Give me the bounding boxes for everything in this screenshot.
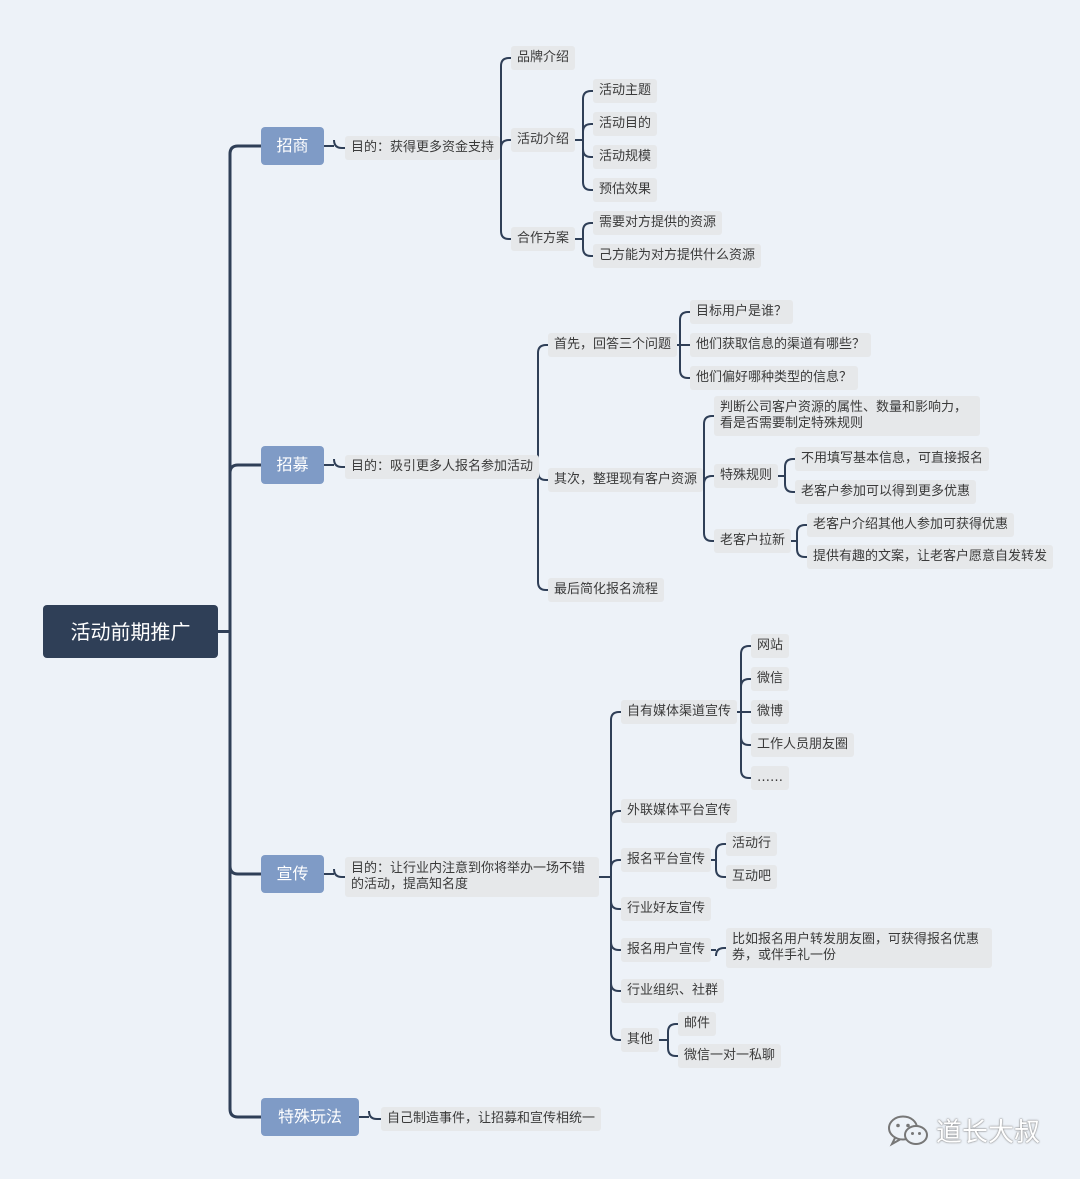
own-media-promotion: 自有媒体渠道宣传 bbox=[621, 700, 738, 724]
special-rules: 特殊规则 bbox=[714, 464, 779, 488]
event-purpose: 活动目的 bbox=[593, 112, 658, 136]
connector bbox=[500, 57, 511, 67]
other-promotion: 其他 bbox=[621, 1028, 660, 1052]
organize-customer-resources: 其次，整理现有客户资源 bbox=[548, 468, 704, 492]
connector bbox=[228, 144, 261, 155]
external-media-promotion: 外联媒体平台宣传 bbox=[621, 799, 738, 823]
assess-customer-resources: 判断公司客户资源的属性、数量和影响力，看是否需要制定特殊规则 bbox=[714, 396, 980, 436]
other-wechat-private-chat: 微信一对一私聊 bbox=[678, 1044, 782, 1068]
user-share-reward: 比如报名用户转发朋友圈，可获得报名优惠券，或伴手礼一份 bbox=[726, 928, 992, 968]
connector bbox=[740, 645, 751, 655]
connector bbox=[703, 475, 714, 485]
recruitment-goal: 目的：吸引更多人报名参加活动 bbox=[345, 455, 540, 479]
resources-offered: 己方能为对方提供什么资源 bbox=[593, 244, 762, 268]
old-customer-referral: 老客户拉新 bbox=[714, 529, 792, 553]
connector bbox=[610, 859, 621, 869]
connector bbox=[500, 139, 511, 149]
connector bbox=[333, 868, 345, 878]
connector bbox=[667, 1047, 678, 1057]
wechat-icon bbox=[888, 1115, 928, 1146]
connector bbox=[610, 982, 621, 992]
connector bbox=[703, 532, 714, 542]
event-theme: 活动主题 bbox=[593, 79, 658, 103]
simplify-signup: 最后简化报名流程 bbox=[548, 578, 665, 602]
question-target-user: 目标用户是谁？ bbox=[690, 300, 794, 324]
event-intro: 活动介绍 bbox=[511, 128, 576, 152]
watermark-text: 道长大叔 bbox=[936, 1118, 1041, 1148]
signup-platform-promotion: 报名平台宣传 bbox=[621, 848, 712, 872]
branch-special-play: 特殊玩法 bbox=[261, 1098, 359, 1136]
connector bbox=[610, 1031, 621, 1041]
answer-three-questions: 首先，回答三个问题 bbox=[548, 333, 678, 357]
resources-needed: 需要对方提供的资源 bbox=[593, 211, 723, 235]
connector bbox=[582, 181, 593, 191]
branch-investment: 招商 bbox=[261, 127, 324, 165]
connector bbox=[228, 1108, 261, 1119]
connector bbox=[740, 678, 751, 688]
brand-intro: 品牌介绍 bbox=[511, 46, 576, 70]
connector bbox=[796, 548, 807, 558]
promotion-goal: 目的：让行业内注意到你将举办一场不错的活动，提高知名度 bbox=[345, 857, 599, 897]
connector bbox=[784, 458, 795, 468]
connector bbox=[333, 458, 345, 468]
connector bbox=[582, 222, 593, 232]
connector bbox=[679, 311, 690, 321]
channel-ellipsis: …… bbox=[751, 766, 789, 790]
connector bbox=[228, 463, 261, 474]
question-channels: 他们获取信息的渠道有哪些？ bbox=[690, 333, 872, 357]
special-play-description: 自己制造事件，让招募和宣传相统一 bbox=[381, 1107, 602, 1131]
channel-wechat: 微信 bbox=[751, 667, 790, 691]
connector bbox=[740, 736, 751, 746]
connector bbox=[582, 90, 593, 100]
connector bbox=[679, 369, 690, 379]
connector bbox=[537, 344, 548, 354]
connector bbox=[610, 810, 621, 820]
branch-promotion: 宣传 bbox=[261, 855, 324, 893]
connector bbox=[610, 711, 621, 721]
connector bbox=[228, 865, 261, 876]
channel-weibo: 微博 bbox=[751, 700, 790, 724]
industry-organizations: 行业组织、社群 bbox=[621, 979, 725, 1003]
connector bbox=[667, 1023, 678, 1033]
connector bbox=[333, 139, 345, 149]
connector bbox=[582, 148, 593, 158]
registered-user-promotion: 报名用户宣传 bbox=[621, 938, 712, 962]
referral-discount: 老客户介绍其他人参加可获得优惠 bbox=[807, 513, 1015, 537]
connector bbox=[610, 941, 621, 951]
investment-goal: 目的：获得更多资金支持 bbox=[345, 136, 501, 160]
connector bbox=[537, 581, 548, 591]
industry-friends-promotion: 行业好友宣传 bbox=[621, 897, 712, 921]
connector bbox=[368, 1110, 381, 1120]
cooperation-plan: 合作方案 bbox=[511, 227, 576, 251]
connector bbox=[715, 868, 726, 878]
connector bbox=[582, 123, 593, 133]
connector bbox=[582, 247, 593, 257]
other-email: 邮件 bbox=[678, 1012, 717, 1036]
rule-direct-signup: 不用填写基本信息，可直接报名 bbox=[795, 447, 990, 471]
rule-old-customer-discount: 老客户参加可以得到更多优惠 bbox=[795, 480, 977, 504]
channel-website: 网站 bbox=[751, 634, 790, 658]
platform-huodongxing: 活动行 bbox=[726, 832, 778, 856]
connector bbox=[740, 769, 751, 779]
expected-effect: 预估效果 bbox=[593, 178, 658, 202]
connector bbox=[610, 900, 621, 910]
fun-copywriting: 提供有趣的文案，让老客户愿意自发转发 bbox=[807, 545, 1054, 569]
connector bbox=[537, 471, 548, 481]
connector bbox=[703, 415, 714, 425]
event-scale: 活动规模 bbox=[593, 145, 658, 169]
connector bbox=[715, 843, 726, 853]
question-info-type: 他们偏好哪种类型的信息？ bbox=[690, 366, 859, 390]
watermark: 道长大叔 bbox=[886, 1112, 1040, 1149]
channel-staff-moments: 工作人员朋友圈 bbox=[751, 733, 855, 757]
connector bbox=[500, 230, 511, 240]
connector bbox=[784, 483, 795, 493]
branch-recruitment: 招募 bbox=[261, 446, 324, 484]
connector bbox=[715, 947, 726, 957]
root-topic: 活动前期推广 bbox=[43, 605, 218, 658]
connector bbox=[796, 524, 807, 534]
platform-hudongba: 互动吧 bbox=[726, 865, 778, 889]
